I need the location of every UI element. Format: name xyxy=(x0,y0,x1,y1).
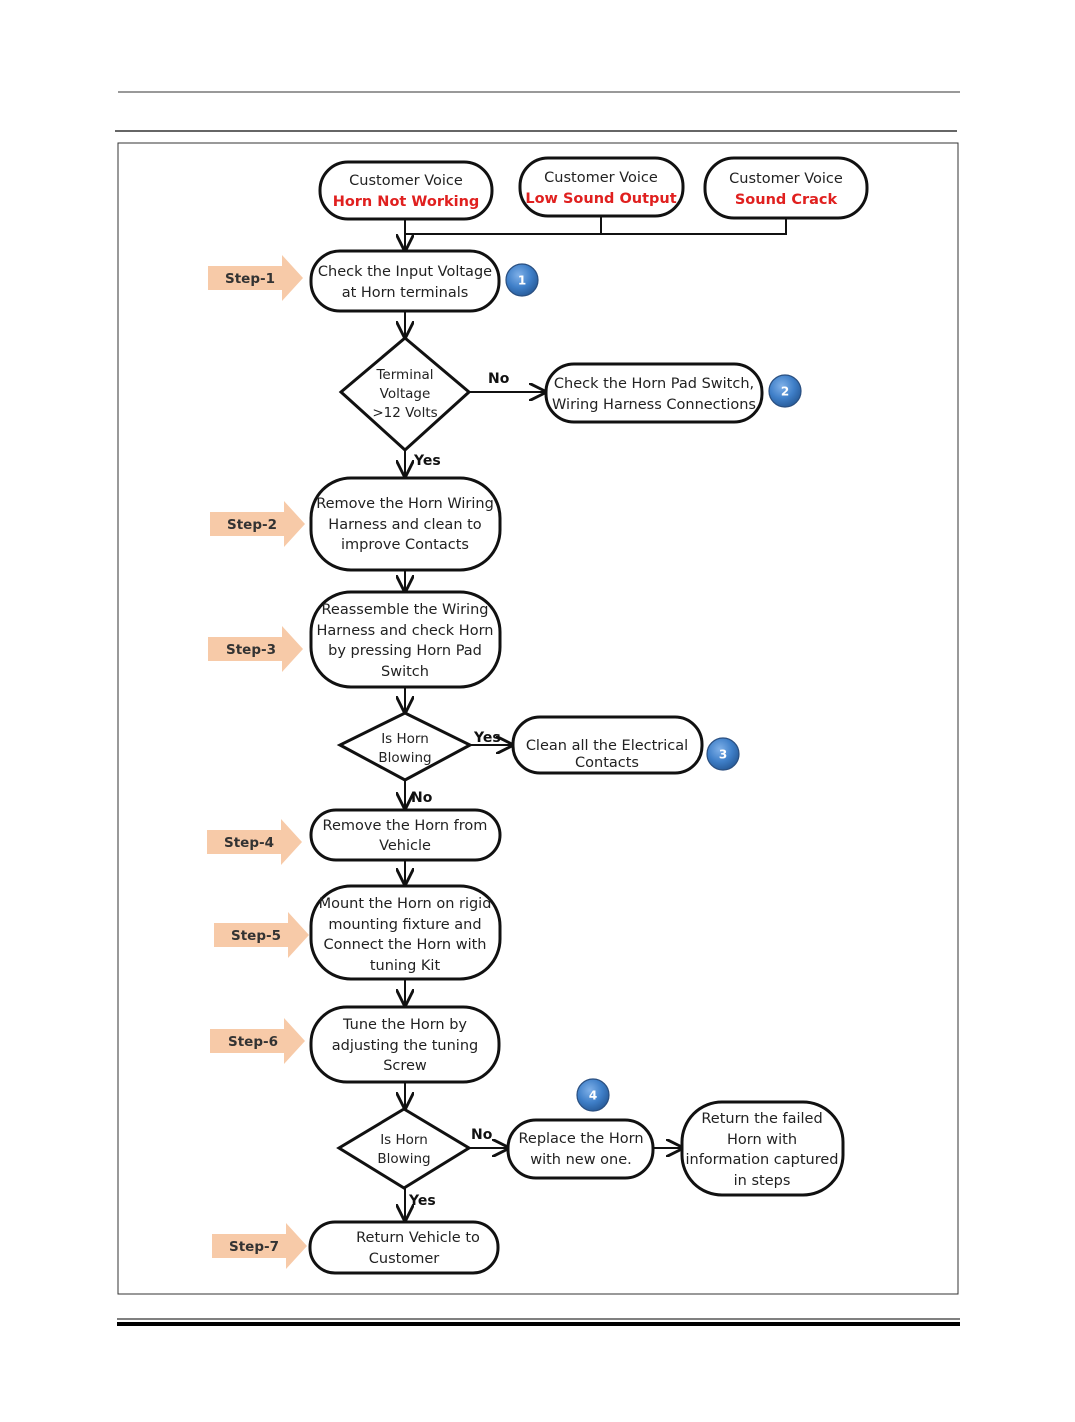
decision-is-horn-blowing-2: Is Horn Blowing xyxy=(336,1107,472,1190)
svg-text:Check the Input Voltage: Check the Input Voltage xyxy=(318,264,492,280)
svg-text:2: 2 xyxy=(781,385,789,399)
step-3-label: Step-3 xyxy=(226,642,276,658)
badge-4: 4 xyxy=(576,1078,610,1112)
replace-horn-box: Replace the Horn with new one. xyxy=(506,1118,655,1180)
edge-label-blowing1-yes: Yes xyxy=(473,730,501,746)
svg-text:in steps: in steps xyxy=(734,1173,791,1189)
svg-text:1: 1 xyxy=(518,274,526,288)
edge-label-voltage-yes: Yes xyxy=(413,453,441,469)
reassemble-wiring-box: Reassemble the Wiring Harness and check … xyxy=(309,590,502,689)
svg-text:with new one.: with new one. xyxy=(530,1152,632,1168)
badge-1: 1 xyxy=(505,263,539,297)
svg-text:Sound Crack: Sound Crack xyxy=(735,192,838,208)
svg-text:Customer Voice: Customer Voice xyxy=(729,171,843,187)
svg-text:3: 3 xyxy=(719,748,727,762)
svg-text:Screw: Screw xyxy=(383,1058,427,1074)
svg-text:Switch: Switch xyxy=(381,664,429,680)
svg-text:Wiring Harness Connections: Wiring Harness Connections xyxy=(552,397,756,413)
svg-text:Horn Not Working: Horn Not Working xyxy=(333,194,480,210)
step-4-arrow: Step-4 xyxy=(207,819,302,865)
svg-text:Customer Voice: Customer Voice xyxy=(544,170,658,186)
badge-2: 2 xyxy=(768,374,802,408)
clean-contacts-box: Clean all the Electrical Contacts xyxy=(511,715,704,775)
svg-text:Is Horn: Is Horn xyxy=(381,731,429,747)
svg-text:Harness and clean to: Harness and clean to xyxy=(328,517,482,533)
step-6-arrow: Step-6 xyxy=(210,1018,305,1064)
svg-text:mounting fixture and: mounting fixture and xyxy=(328,917,481,933)
step-1-label: Step-1 xyxy=(225,271,275,287)
svg-text:Check the Horn Pad Switch,: Check the Horn Pad Switch, xyxy=(554,376,754,392)
svg-text:4: 4 xyxy=(589,1089,597,1103)
svg-text:Blowing: Blowing xyxy=(377,1151,430,1167)
svg-text:Contacts: Contacts xyxy=(575,755,639,771)
step-4-label: Step-4 xyxy=(224,835,274,851)
svg-text:Return Vehicle to: Return Vehicle to xyxy=(356,1230,480,1246)
svg-text:Tune the Horn by: Tune the Horn by xyxy=(342,1017,467,1033)
step-7-label: Step-7 xyxy=(229,1239,279,1255)
step-5-arrow: Step-5 xyxy=(214,912,309,958)
check-horn-pad-box: Check the Horn Pad Switch, Wiring Harnes… xyxy=(544,362,764,424)
svg-text:adjusting the tuning: adjusting the tuning xyxy=(332,1038,478,1054)
svg-text:Remove the Horn from: Remove the Horn from xyxy=(323,818,488,834)
step-1-arrow: Step-1 xyxy=(208,255,303,301)
svg-text:Customer: Customer xyxy=(369,1251,439,1267)
svg-text:Reassemble the Wiring: Reassemble the Wiring xyxy=(322,602,489,618)
decision-is-horn-blowing-1: Is Horn Blowing xyxy=(336,711,474,782)
svg-text:Horn with: Horn with xyxy=(727,1132,797,1148)
svg-text:Vehicle: Vehicle xyxy=(379,838,431,854)
edge-label-blowing2-no: No xyxy=(471,1127,493,1143)
svg-text:by pressing Horn Pad: by pressing Horn Pad xyxy=(328,643,482,659)
step-6-label: Step-6 xyxy=(228,1034,278,1050)
svg-text:information captured: information captured xyxy=(685,1152,838,1168)
step-2-arrow: Step-2 xyxy=(210,501,305,547)
svg-text:Clean all the Electrical: Clean all the Electrical xyxy=(526,738,688,754)
remove-horn-box: Remove the Horn from Vehicle xyxy=(309,808,502,862)
step-7-arrow: Step-7 xyxy=(212,1223,307,1269)
svg-text:Connect the Horn with: Connect the Horn with xyxy=(323,937,486,953)
return-vehicle-box: Return Vehicle to Customer xyxy=(308,1220,500,1275)
customer-voice-horn-not-working: Customer Voice Horn Not Working xyxy=(318,160,494,221)
check-input-voltage-box: Check the Input Voltage at Horn terminal… xyxy=(309,249,501,313)
svg-text:Terminal: Terminal xyxy=(375,367,433,383)
connectors xyxy=(405,214,787,1220)
tune-horn-box: Tune the Horn by adjusting the tuning Sc… xyxy=(309,1005,501,1084)
step-3-arrow: Step-3 xyxy=(208,626,303,672)
diagram-frame xyxy=(117,142,959,1295)
svg-text:tuning Kit: tuning Kit xyxy=(370,958,441,974)
svg-text:Return the failed: Return the failed xyxy=(701,1111,822,1127)
svg-text:Voltage: Voltage xyxy=(380,386,431,402)
svg-text:Low Sound Output: Low Sound Output xyxy=(525,191,676,207)
return-failed-horn-box: Return the failed Horn with information … xyxy=(680,1100,845,1197)
svg-text:Mount the Horn on rigid: Mount the Horn on rigid xyxy=(319,896,492,912)
svg-text:Replace the Horn: Replace the Horn xyxy=(518,1131,643,1147)
svg-text:Customer Voice: Customer Voice xyxy=(349,173,463,189)
customer-voice-low-sound-output: Customer Voice Low Sound Output xyxy=(518,156,685,218)
step-2-label: Step-2 xyxy=(227,517,277,533)
svg-text:Remove the Horn Wiring: Remove the Horn Wiring xyxy=(316,496,494,512)
mount-horn-box: Mount the Horn on rigid mounting fixture… xyxy=(309,884,502,981)
step-5-label: Step-5 xyxy=(231,928,281,944)
badge-3: 3 xyxy=(706,737,740,771)
edge-label-blowing2-yes: Yes xyxy=(408,1193,436,1209)
svg-text:improve Contacts: improve Contacts xyxy=(341,537,469,553)
svg-text:Blowing: Blowing xyxy=(378,750,431,766)
customer-voice-sound-crack: Customer Voice Sound Crack xyxy=(703,156,869,220)
remove-wiring-harness-box: Remove the Horn Wiring Harness and clean… xyxy=(309,476,502,572)
svg-text:Harness and check Horn: Harness and check Horn xyxy=(317,623,494,639)
edge-label-voltage-no: No xyxy=(488,371,510,387)
svg-text:>12 Volts: >12 Volts xyxy=(372,405,437,421)
decision-terminal-voltage: Terminal Voltage >12 Volts xyxy=(338,336,472,453)
edge-label-blowing1-no: No xyxy=(411,790,433,806)
svg-text:at Horn terminals: at Horn terminals xyxy=(342,285,469,301)
svg-text:Is Horn: Is Horn xyxy=(380,1132,428,1148)
